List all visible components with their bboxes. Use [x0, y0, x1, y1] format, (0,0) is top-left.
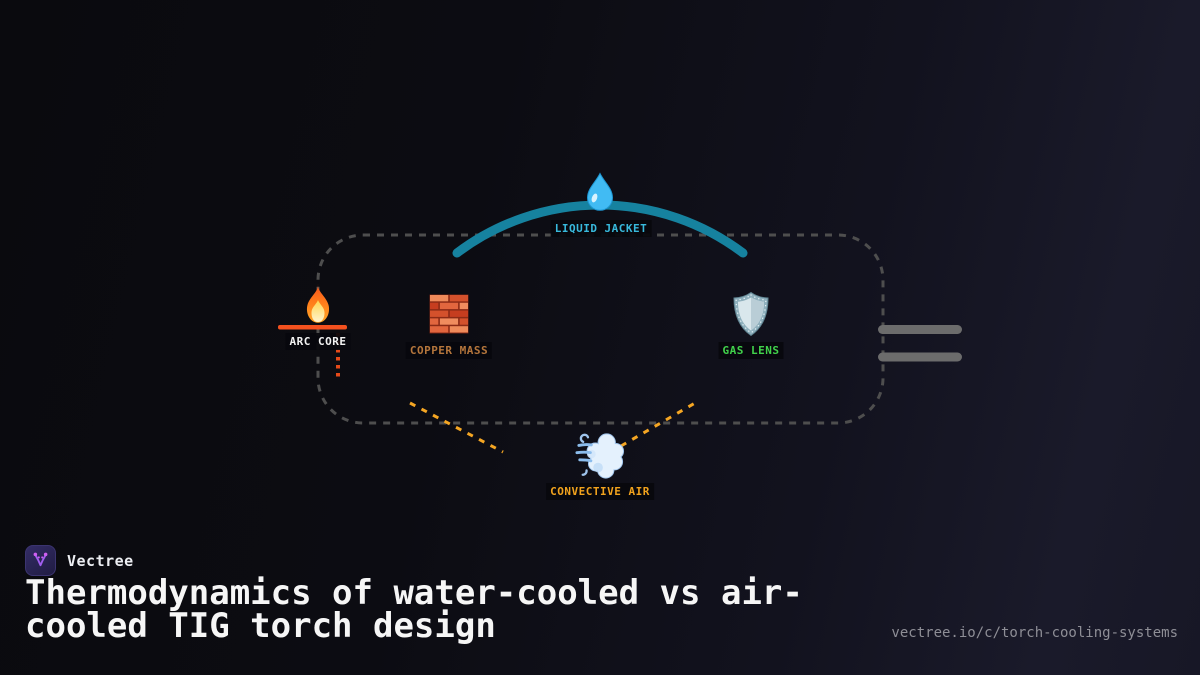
label-copper-mass: COPPER MASS: [405, 342, 493, 359]
label-arc-core: ARC CORE: [285, 333, 351, 350]
shield-icon: [733, 291, 769, 337]
heat-line: [278, 325, 347, 330]
label-gas-lens: GAS LENS: [718, 342, 784, 359]
connector-left: [409, 401, 504, 454]
fire-icon: [306, 283, 330, 323]
vectree-branch-icon: [33, 552, 48, 567]
label-liquid-jacket: LIQUID JACKET: [550, 220, 652, 237]
water-drop-icon: [586, 172, 614, 211]
connector-right: [620, 401, 696, 448]
equals-bar-bottom: [878, 352, 962, 362]
page-title: Thermodynamics of water-cooled vs air-co…: [25, 573, 803, 646]
equals-bar-top: [878, 325, 962, 334]
brick-wall-icon: [429, 294, 469, 334]
wind-cloud-icon: [575, 433, 625, 479]
label-convective-air: CONVECTIVE AIR: [546, 483, 654, 500]
footer-url: vectree.io/c/torch-cooling-systems: [891, 625, 1178, 641]
torch-body-frame: [316, 233, 885, 425]
vectree-logo: [25, 545, 56, 576]
brand-name: Vectree: [67, 552, 134, 570]
